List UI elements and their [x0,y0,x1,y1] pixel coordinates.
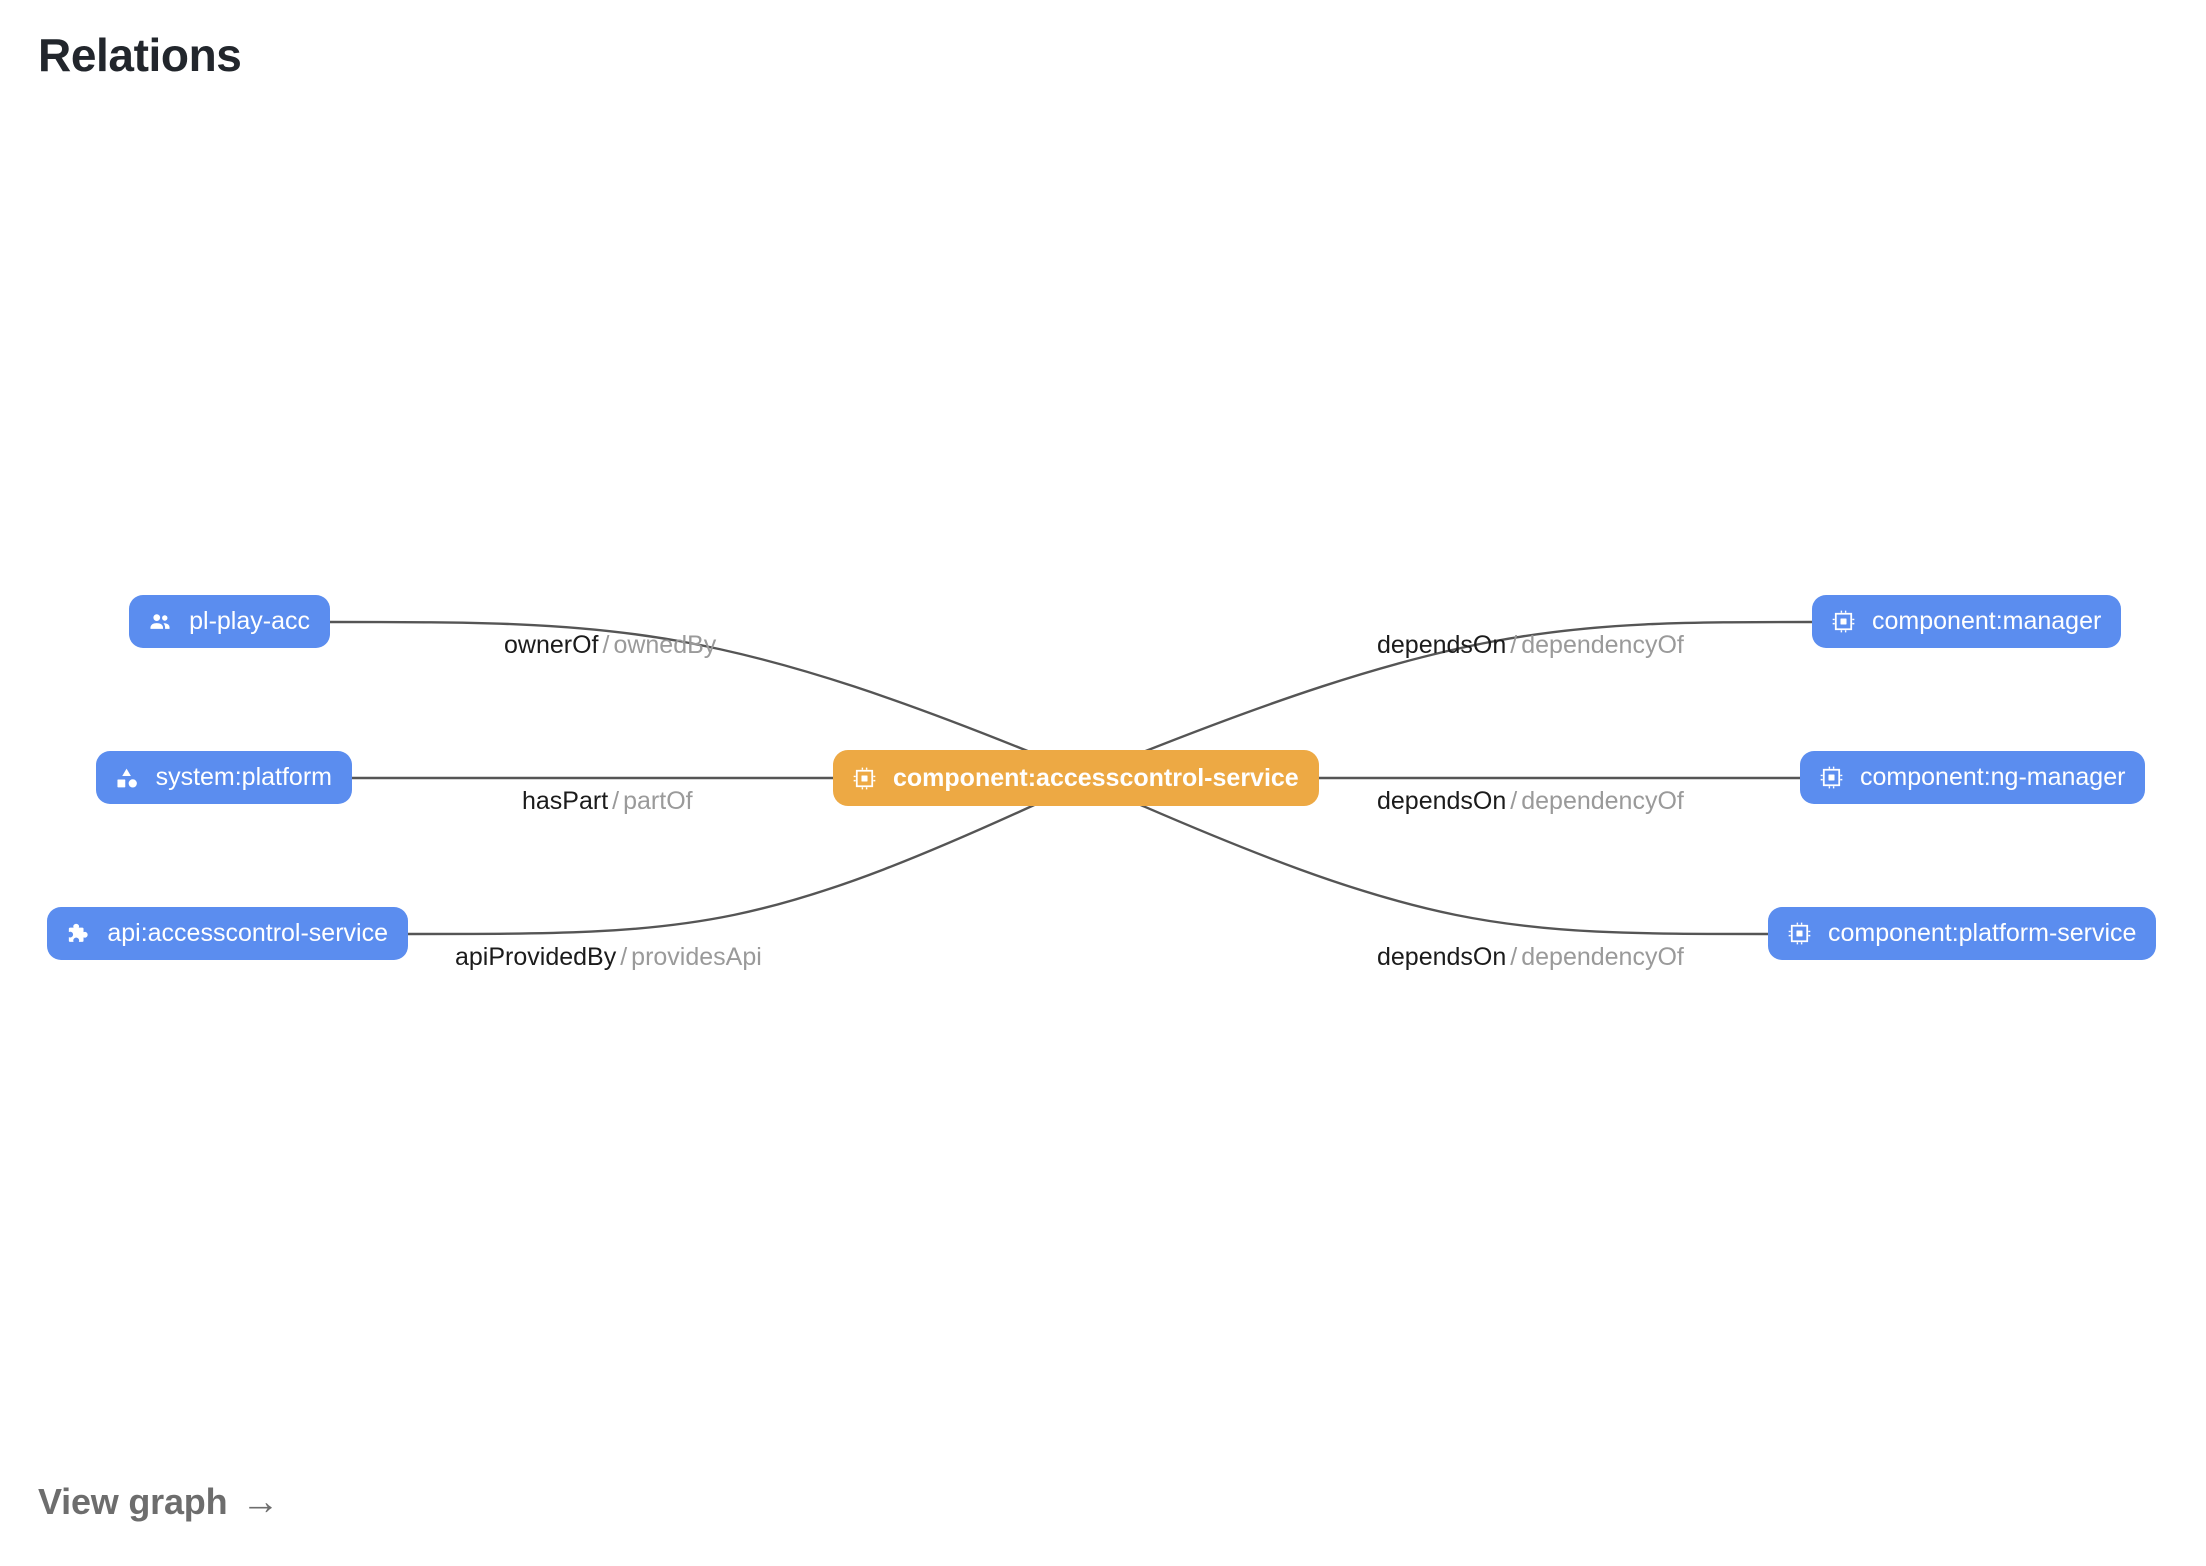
page-title: Relations [38,29,242,81]
view-graph-link[interactable]: View graph → [38,1483,279,1521]
graph-node-component-ng-manager[interactable]: component:ng-manager [1800,751,2146,804]
edge-label-ownerOf: ownerOf/ownedBy [504,633,716,658]
edge-label-reverse: dependencyOf [1521,943,1684,971]
edge-label-apiProvidedBy: apiProvidedBy/providesApi [455,945,762,970]
graph-node-label: component:ng-manager [1860,763,2126,791]
edge-label-hasPart: hasPart/partOf [522,789,693,814]
graph-node-label: pl-play-acc [189,607,310,635]
chip-icon [1830,609,1856,635]
graph-node-label: api:accesscontrol-service [107,919,388,947]
edge-label-separator: / [620,943,628,971]
edge-label-reverse: providesApi [631,943,762,971]
edge-label-separator: / [1510,787,1518,815]
chip-icon [851,765,877,791]
edge-path-dependsOn-manager [1084,620,1814,777]
category-icon [114,765,140,791]
edge-path-dependsOn-platform-service [1084,779,1770,936]
graph-node-system-platform[interactable]: system:platform [95,751,352,804]
graph-node-label: component:platform-service [1828,919,2137,947]
graph-node-component-manager[interactable]: component:manager [1812,595,2122,648]
edge-label-separator: / [1510,631,1518,659]
edge-path-apiProvidedBy [406,779,1088,936]
edge-label-dependsOn-ng-manager: dependsOn/dependencyOf [1377,789,1684,814]
puzzle-icon [65,921,91,947]
graph-node-pl-play-acc[interactable]: pl-play-acc [129,595,330,648]
edge-label-forward: dependsOn [1377,787,1507,815]
edge-label-forward: dependsOn [1377,943,1507,971]
chip-icon [1818,765,1844,791]
edge-label-forward: ownerOf [504,631,599,659]
edge-label-separator: / [1510,943,1518,971]
edge-label-reverse: partOf [623,787,693,815]
arrow-right-icon: → [241,1481,280,1523]
edge-label-dependsOn-platform-service: dependsOn/dependencyOf [1377,945,1684,970]
graph-node-component-platform-service[interactable]: component:platform-service [1768,907,2157,960]
chip-icon [1786,921,1812,947]
relations-graph: pl-play-acc system:platform api:accessco… [47,595,2157,970]
edge-label-separator: / [612,787,620,815]
graph-node-label: system:platform [155,763,332,791]
edge-label-dependsOn-manager: dependsOn/dependencyOf [1377,633,1684,658]
view-graph-label: View graph [38,1481,228,1522]
edge-path-ownerOf [328,620,1088,777]
edge-label-reverse: dependencyOf [1521,787,1684,815]
edge-label-separator: / [602,631,610,659]
edge-label-forward: hasPart [522,787,609,815]
edge-label-reverse: ownedBy [613,631,717,659]
edge-label-forward: apiProvidedBy [455,943,617,971]
graph-edge-layer [328,620,1814,936]
graph-node-label: component:manager [1872,607,2102,635]
graph-node-center-component-accesscontrol-service[interactable]: component:accesscontrol-service [833,750,1319,806]
edge-label-forward: dependsOn [1377,631,1507,659]
group-icon [147,609,173,635]
graph-node-label: component:accesscontrol-service [893,763,1299,792]
edge-label-reverse: dependencyOf [1521,631,1684,659]
graph-node-api-accesscontrol-service[interactable]: api:accesscontrol-service [47,907,408,960]
